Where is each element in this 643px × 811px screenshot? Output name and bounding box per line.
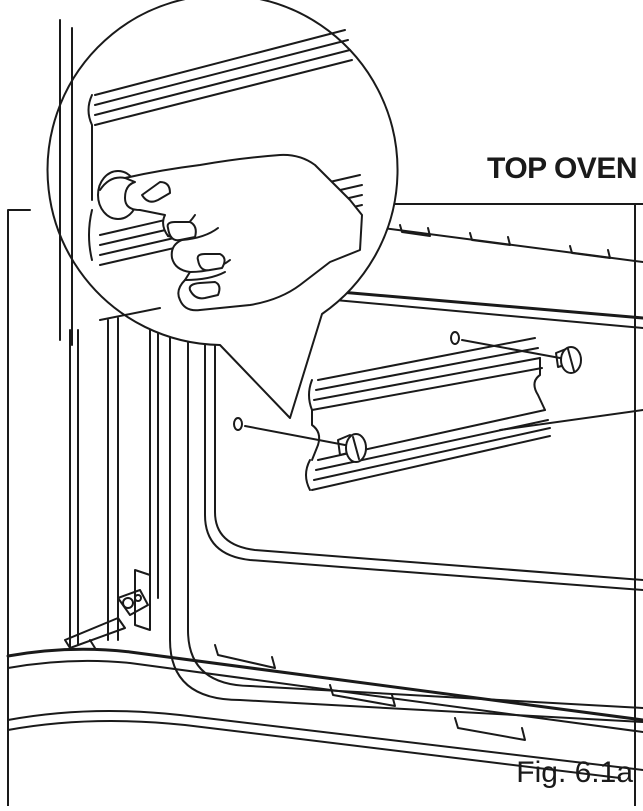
runner-screw-front — [337, 433, 367, 463]
screw-hole-right — [450, 331, 460, 345]
screw-hole-left — [233, 417, 243, 431]
finger-tightening-screw-detail — [97, 153, 363, 312]
oven-door-bottom — [6, 644, 643, 779]
door-hinge — [64, 569, 151, 649]
diagram-title: TOP OVEN — [487, 152, 637, 185]
oven-cavity — [169, 314, 643, 723]
figure-frame — [7, 203, 643, 807]
shelf-runner — [305, 337, 551, 491]
oven-top-lip — [334, 224, 643, 329]
runner-screws — [233, 331, 582, 463]
runner-screw-back — [555, 346, 582, 374]
figure-label: Fig. 6.1a — [516, 756, 633, 789]
